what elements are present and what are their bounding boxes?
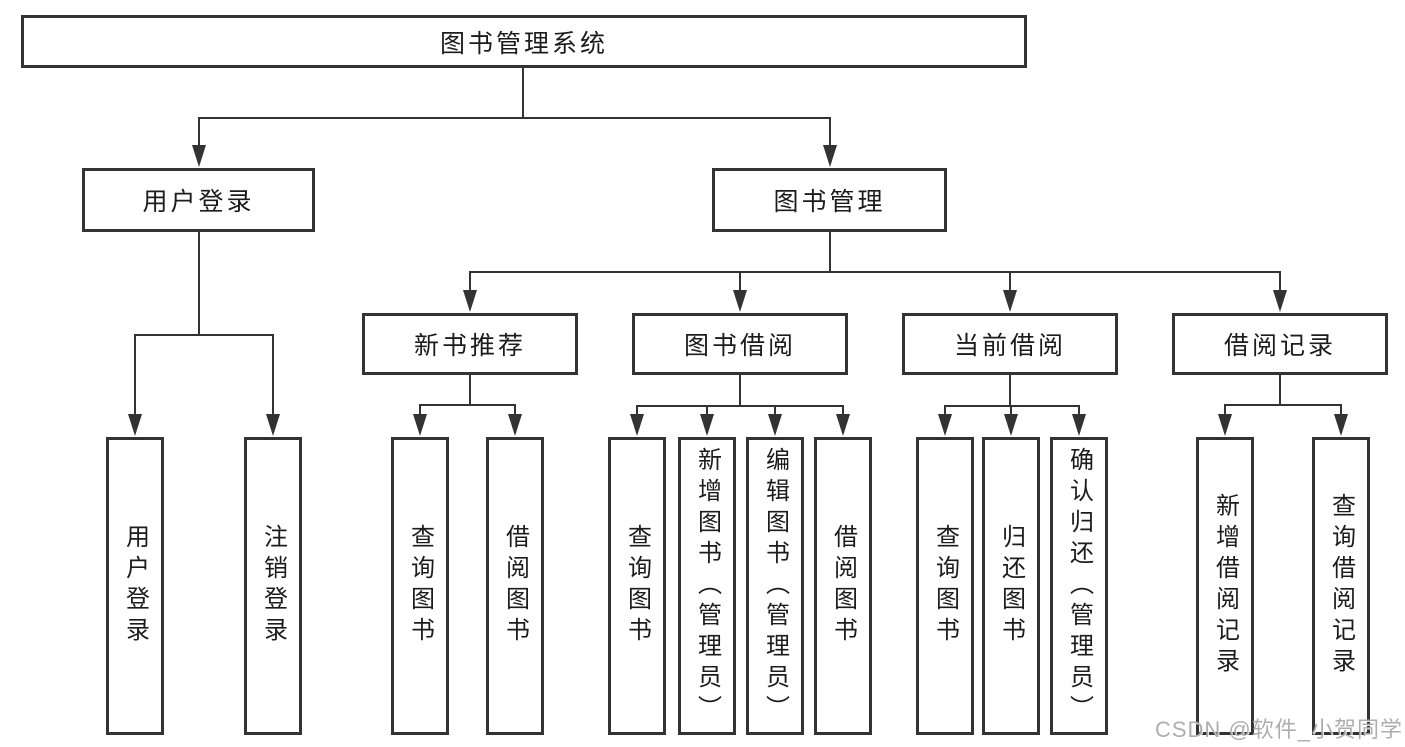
leaf-borrow-add-books-admin: 新增图书（管理员）: [678, 437, 736, 735]
node-user-login-branch: 用户登录: [82, 168, 315, 232]
leaf-records-add-record: 新增借阅记录: [1196, 437, 1254, 735]
connector-current-to-leaves: [944, 375, 1080, 418]
leaf-borrow-borrow-books: 借阅图书: [814, 437, 872, 735]
arrowhead-icon: [266, 414, 280, 436]
arrowhead-icon: [1218, 414, 1232, 436]
connector-user-login-to-leaves: [134, 232, 274, 418]
leaf-user-login: 用户登录: [106, 437, 164, 735]
leaf-recommend-query-books: 查询图书: [391, 437, 449, 735]
arrowhead-icon: [1072, 414, 1086, 436]
arrowhead-icon: [128, 414, 142, 436]
arrowhead-icon: [700, 414, 714, 436]
node-book-management-branch: 图书管理: [712, 168, 947, 232]
node-new-book-recommendation: 新书推荐: [362, 313, 578, 375]
arrowheads: [128, 145, 1348, 436]
arrowhead-icon: [463, 290, 477, 312]
arrowhead-icon: [1334, 414, 1348, 436]
connector-book-management-to-modules: [469, 232, 1281, 294]
watermark-text: CSDN @软件_小贺同学: [1154, 717, 1403, 742]
leaf-current-return-books: 归还图书: [982, 437, 1040, 735]
arrowhead-icon: [630, 414, 644, 436]
arrowhead-icon: [192, 145, 206, 167]
node-library-management-system: 图书管理系统: [21, 15, 1027, 68]
arrowhead-icon: [836, 414, 850, 436]
leaf-current-confirm-return-admin: 确认归还（管理员）: [1050, 437, 1108, 735]
leaf-borrow-edit-books-admin: 编辑图书（管理员）: [746, 437, 804, 735]
arrowhead-icon: [1003, 290, 1017, 312]
arrowhead-icon: [508, 414, 522, 436]
arrowhead-icon: [1273, 290, 1287, 312]
leaf-recommend-borrow-books: 借阅图书: [486, 437, 544, 735]
arrowhead-icon: [938, 414, 952, 436]
arrowhead-icon: [1004, 414, 1018, 436]
connector-root-to-branches: [198, 68, 831, 150]
connector-paths: [134, 68, 1342, 418]
leaf-borrow-query-books: 查询图书: [608, 437, 666, 735]
leaf-current-query-books: 查询图书: [916, 437, 974, 735]
connector-records-to-leaves: [1224, 375, 1342, 418]
arrowhead-icon: [413, 414, 427, 436]
arrowhead-icon: [733, 290, 747, 312]
node-borrowing-records: 借阅记录: [1172, 313, 1388, 375]
leaf-records-query-record: 查询借阅记录: [1312, 437, 1370, 735]
node-book-borrowing: 图书借阅: [632, 313, 848, 375]
leaf-logout: 注销登录: [244, 437, 302, 735]
node-current-borrowing: 当前借阅: [902, 313, 1118, 375]
connector-borrowing-to-leaves: [636, 375, 844, 418]
connector-recommend-to-leaves: [419, 375, 516, 418]
arrowhead-icon: [768, 414, 782, 436]
arrowhead-icon: [823, 145, 837, 167]
